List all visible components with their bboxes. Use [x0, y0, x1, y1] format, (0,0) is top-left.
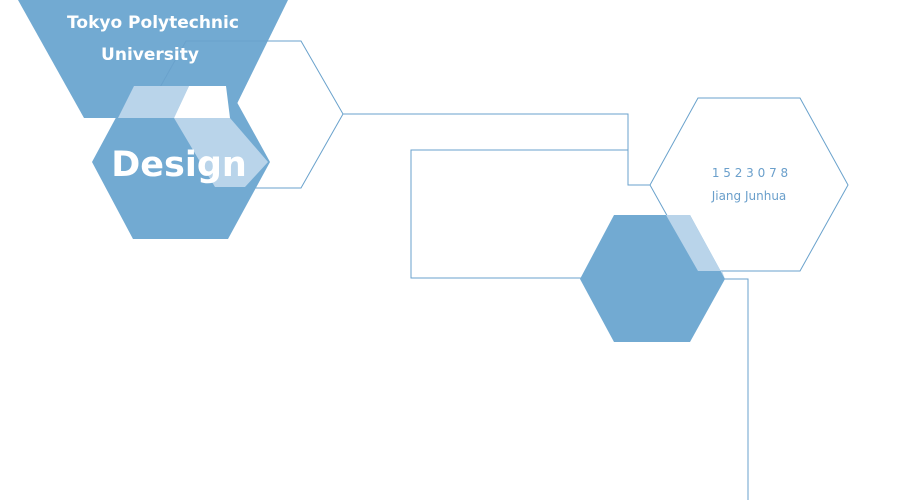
student-id: 1 5 2 3 0 7 8: [712, 166, 788, 180]
overlay-hexagon-right: [174, 118, 268, 187]
design-heading: Design: [111, 145, 247, 185]
connector-line-down: [724, 278, 749, 500]
connector-line-loop: [410, 149, 628, 279]
student-info-hexagon: [649, 97, 849, 272]
overlay-hexagon-highlight: [118, 86, 189, 118]
overlap-highlight: [666, 215, 725, 279]
university-line-2: University: [101, 45, 199, 65]
university-line-1: Tokyo Polytechnic: [67, 13, 239, 33]
overlay-hexagon-white: [174, 86, 230, 118]
student-name: Jiang Junhua: [711, 189, 787, 203]
